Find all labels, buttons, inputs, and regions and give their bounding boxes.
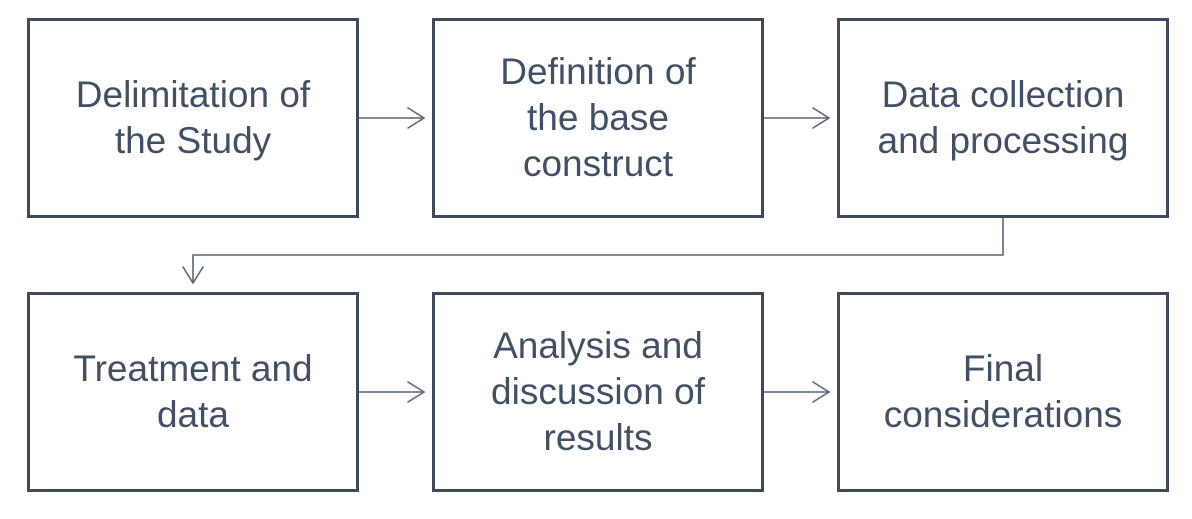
arrowhead-step1-to-step2 (407, 107, 425, 129)
arrowhead-step4-to-step5 (407, 381, 425, 403)
arrow-step3-to-step4 (192, 217, 1004, 284)
step-label-definition: Definition of the base construct (500, 51, 696, 184)
step-box-analysis: Analysis and discussion of results (432, 292, 764, 492)
step-box-treatment: Treatment and data (27, 292, 359, 492)
step-label-data-collection: Data collection and processing (877, 74, 1129, 161)
step-box-final: Final considerations (837, 292, 1169, 492)
step-box-data-collection: Data collection and processing (837, 18, 1169, 218)
step-label-treatment: Treatment and data (73, 348, 313, 435)
arrowhead-step5-to-step6 (812, 381, 830, 403)
step-box-delimitation: Delimitation of the Study (27, 18, 359, 218)
step-box-definition: Definition of the base construct (432, 18, 764, 218)
arrowhead-step2-to-step3 (812, 107, 830, 129)
arrowhead-step3-to-step4 (182, 266, 204, 284)
step-label-delimitation: Delimitation of the Study (75, 74, 311, 161)
step-label-analysis: Analysis and discussion of results (491, 325, 705, 458)
step-label-final: Final considerations (883, 348, 1123, 435)
